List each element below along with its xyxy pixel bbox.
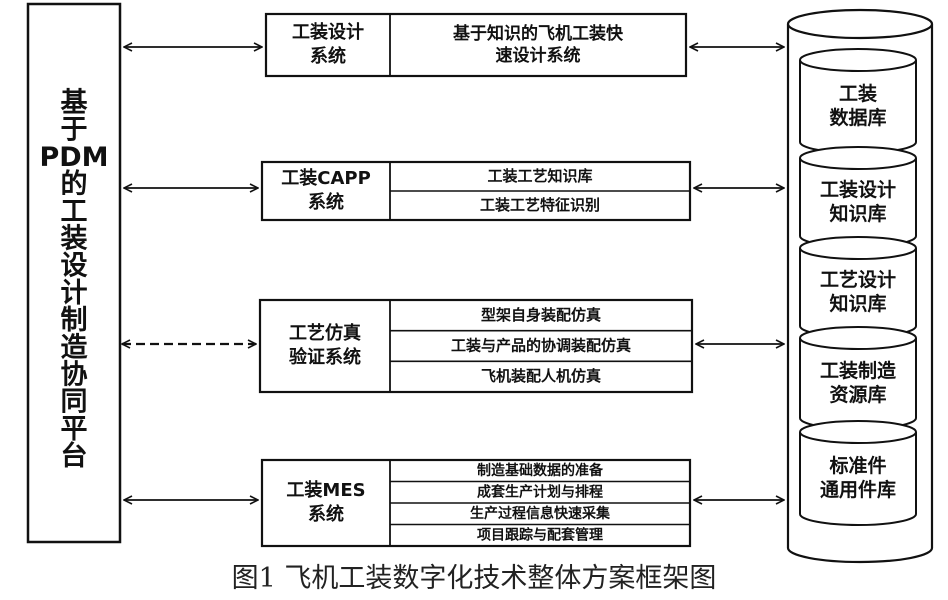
database-item-top bbox=[799, 326, 917, 350]
system-design-function: 基于知识的飞机工装快 bbox=[452, 23, 624, 44]
system-mes-function: 制造基础数据的准备 bbox=[477, 462, 604, 479]
database-item-top bbox=[799, 48, 917, 72]
system-sim-name: 工艺仿真 bbox=[289, 322, 361, 344]
system-mes-name: 系统 bbox=[308, 503, 344, 525]
system-mes-function: 生产过程信息快速采集 bbox=[470, 505, 611, 522]
system-design-name: 工装设计 bbox=[292, 21, 364, 43]
database-cylinder-top bbox=[786, 8, 934, 40]
system-capp-name: 工装CAPP bbox=[281, 167, 371, 189]
database-item-label: 数据库 bbox=[829, 106, 886, 129]
system-sim-box bbox=[258, 298, 694, 394]
system-mes-function: 项目跟踪与配套管理 bbox=[477, 526, 603, 543]
figure-caption: 图1 飞机工装数字化技术整体方案框架图 bbox=[232, 563, 717, 594]
database-item-label: 工装 bbox=[839, 82, 877, 105]
pdm-platform-label-char: 协 bbox=[61, 360, 88, 391]
pdm-platform-label-char: 工 bbox=[61, 196, 88, 227]
pdm-platform-label-char: 装 bbox=[61, 224, 88, 255]
pdm-platform-label-char: 造 bbox=[61, 332, 88, 363]
system-design-name: 系统 bbox=[310, 45, 346, 67]
system-list: 工装设计系统基于知识的飞机工装快速设计系统工装CAPP系统工装工艺知识库工装工艺… bbox=[258, 12, 694, 548]
database-item-body bbox=[799, 432, 917, 526]
pdm-platform-box bbox=[26, 2, 122, 544]
database-item-label: 工装制造 bbox=[820, 359, 897, 382]
pdm-platform-label-char: 同 bbox=[61, 387, 88, 418]
database-item-top bbox=[799, 236, 917, 260]
system-capp-function: 工装工艺知识库 bbox=[487, 167, 592, 185]
system-design-box bbox=[264, 12, 688, 78]
pdm-platform-label-char: 设 bbox=[61, 251, 88, 282]
system-mes-name: 工装MES bbox=[286, 479, 365, 501]
pdm-platform-label-char: 制 bbox=[61, 305, 88, 336]
database-item-top bbox=[799, 146, 917, 170]
system-sim-function: 工装与产品的协调装配仿真 bbox=[451, 337, 631, 355]
system-sim-function: 飞机装配人机仿真 bbox=[481, 367, 601, 385]
database-item-label: 工艺设计 bbox=[820, 269, 896, 291]
pdm-platform-label-char: 基 bbox=[61, 88, 89, 119]
system-mes-function: 成套生产计划与排程 bbox=[477, 483, 603, 500]
pdm-platform-label-char: 台 bbox=[61, 440, 88, 472]
database-item-label: 通用件库 bbox=[820, 478, 896, 501]
pdm-platform-label-char: 计 bbox=[61, 278, 88, 309]
pdm-platform-label-char: 平 bbox=[61, 414, 88, 445]
system-sim-name: 验证系统 bbox=[289, 346, 361, 368]
system-design-function: 速设计系统 bbox=[496, 45, 581, 66]
database-item-label: 标准件 bbox=[829, 454, 886, 477]
pdm-platform-label-char: 于 bbox=[61, 115, 88, 146]
system-capp-name: 系统 bbox=[308, 191, 344, 213]
connector-list bbox=[122, 47, 784, 500]
pdm-platform-label-char: PDM bbox=[39, 142, 108, 173]
database-item-label: 资源库 bbox=[829, 383, 886, 406]
database-item-label: 工装设计 bbox=[820, 178, 896, 201]
database-item-label: 知识库 bbox=[829, 292, 886, 315]
database-item-top bbox=[799, 420, 917, 444]
database-item-label: 知识库 bbox=[829, 202, 886, 225]
pdm-platform-label-char: 的 bbox=[61, 168, 88, 200]
system-capp-function: 工装工艺特征识别 bbox=[480, 196, 600, 214]
system-sim-function: 型架自身装配仿真 bbox=[481, 306, 601, 324]
